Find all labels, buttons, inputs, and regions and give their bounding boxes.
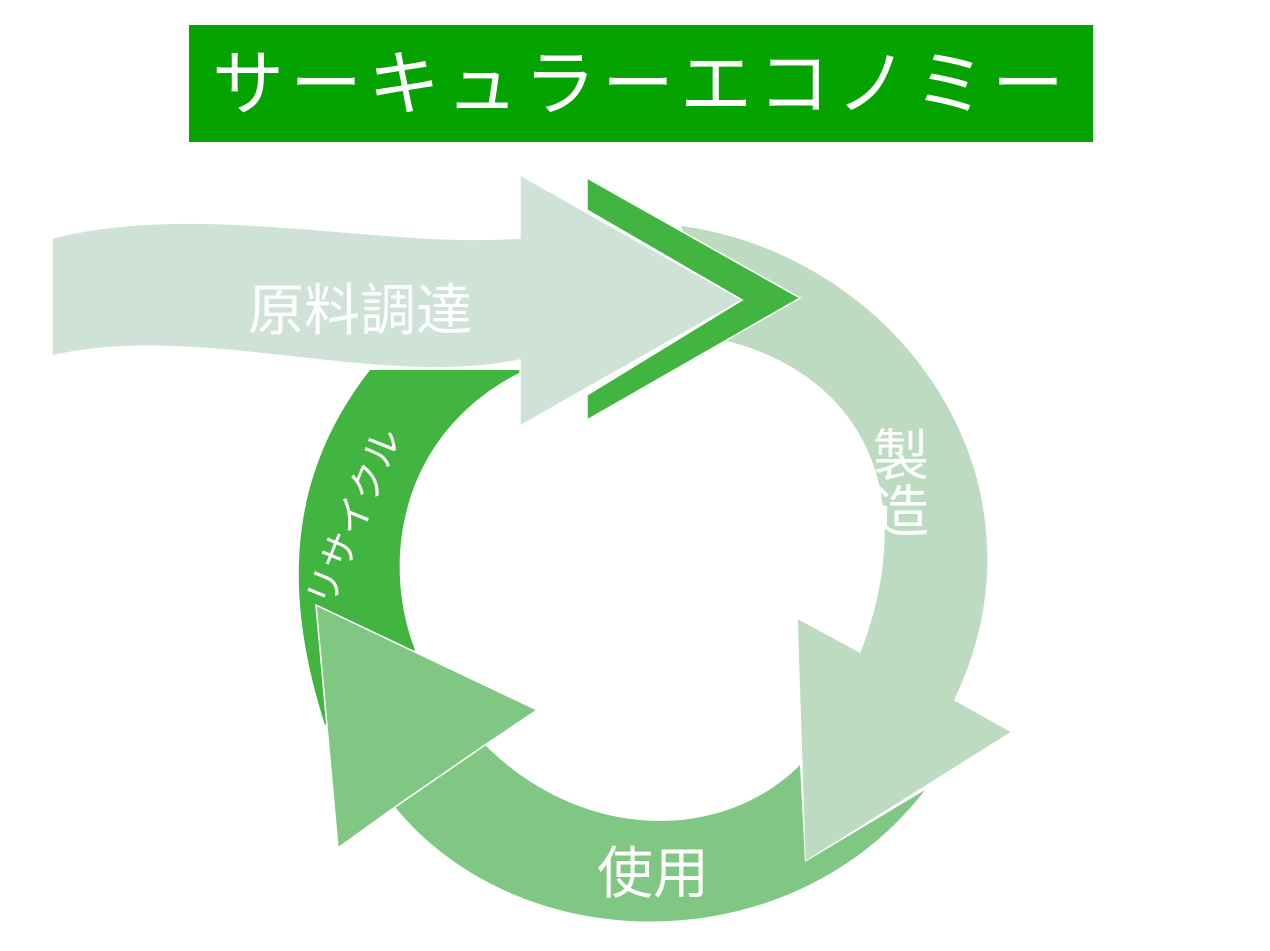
chevron-accent [586,176,802,422]
title-banner: サーキュラーエコノミー [189,25,1093,142]
sourcing-label: 原料調達 [248,279,472,344]
use-label: 使用 [597,842,709,907]
use-arrow [315,603,925,922]
sourcing-arrow [51,173,744,428]
manufacturing-label: 製造 [864,426,929,538]
manufacturing-arrow [678,224,1014,864]
page-title: サーキュラーエコノミー [211,41,1070,126]
